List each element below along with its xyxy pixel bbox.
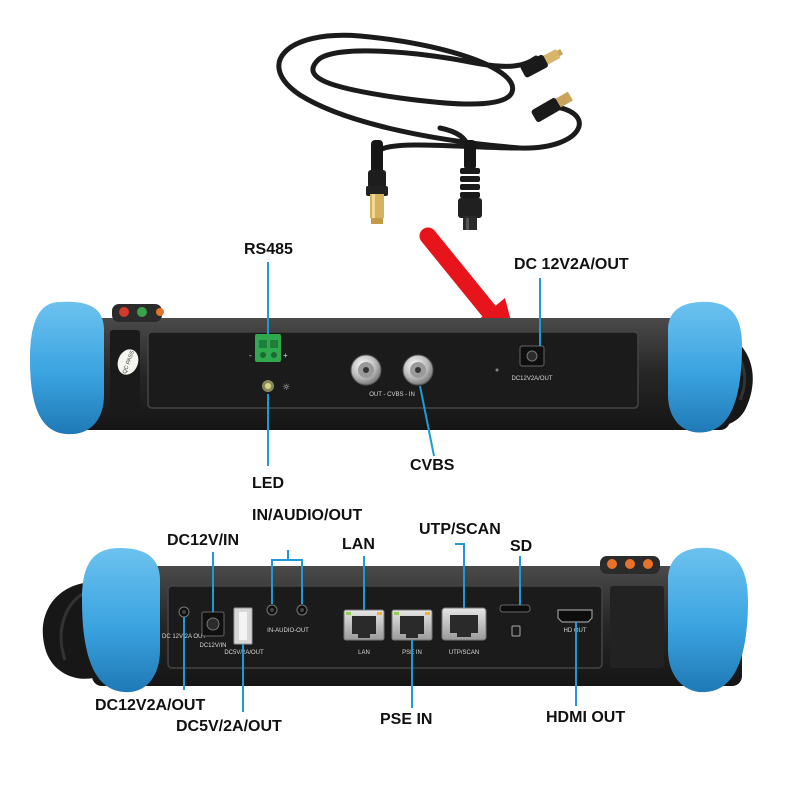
- label-dc5v2a-out: DC5V/2A/OUT: [176, 718, 282, 735]
- bnc-in-connector: [402, 354, 434, 386]
- label-dc-12v2a-out: DC 12V2A/OUT: [514, 256, 629, 273]
- label-cvbs: CVBS: [410, 457, 455, 474]
- cable-plug-top: [520, 48, 564, 78]
- dc-out-silk-label: DC12V2A/OUT: [511, 376, 552, 382]
- led-indicator: ☼: [262, 380, 290, 393]
- rj45-utp-scan-port: UTP/SCAN: [441, 607, 487, 656]
- label-pse-in: PSE IN: [380, 711, 433, 728]
- label-in-audio-out: IN/AUDIO/OUT: [252, 507, 363, 524]
- label-sd: SD: [510, 538, 533, 555]
- dc-cable: [276, 32, 582, 171]
- label-rs485: RS485: [244, 241, 293, 258]
- cvbs-silk-label: OUT - CVBS - IN: [369, 392, 415, 398]
- dc-in-jack: DC12V/IN: [199, 611, 227, 649]
- bnc-out-connector: [350, 354, 382, 386]
- svg-text:☼: ☼: [282, 383, 290, 393]
- svg-text:DC12V/IN: DC12V/IN: [199, 643, 226, 649]
- label-dc12v-in: DC12V/IN: [167, 532, 240, 549]
- plug-black-tip: [458, 140, 482, 230]
- audio-in-jack: [266, 604, 278, 616]
- cable-plug-side: [531, 91, 573, 122]
- svg-text:DC5V/2A/OUT: DC5V/2A/OUT: [224, 650, 264, 656]
- rj45-lan-port: LAN: [343, 609, 385, 656]
- svg-text:LAN: LAN: [358, 650, 370, 656]
- audio-silk-label: IN-AUDIO-OUT: [267, 628, 309, 634]
- rj45-pse-port: PSE IN: [391, 609, 433, 656]
- label-lan: LAN: [342, 536, 375, 553]
- svg-text:+: +: [283, 351, 288, 360]
- device-bottom-view: DC 12V 2A OUT DC12V/IN DC5V/2A/OUT IN-AU…: [42, 547, 748, 693]
- qc-pass-sticker: QC PASS: [117, 349, 139, 375]
- leader-lines-bottom: [183, 543, 577, 712]
- svg-text:-: -: [249, 351, 252, 360]
- dc-out-jack: [519, 345, 545, 367]
- leader-lines-top: [267, 262, 541, 466]
- rs485-terminal: - +: [249, 334, 288, 362]
- label-dc12v2a-out: DC12V2A/OUT: [95, 697, 206, 714]
- sd-card-slot: [499, 604, 531, 637]
- audio-out-jack: [296, 604, 308, 616]
- svg-text:UTP/SCAN: UTP/SCAN: [449, 650, 479, 656]
- device-top-view: QC PASS - + ☼ OUT - CVBS -: [30, 301, 753, 435]
- label-led: LED: [252, 475, 284, 492]
- plug-gold-tip: [366, 140, 388, 224]
- label-utp-scan: UTP/SCAN: [419, 521, 501, 538]
- label-hdmi-out: HDMI OUT: [546, 709, 626, 726]
